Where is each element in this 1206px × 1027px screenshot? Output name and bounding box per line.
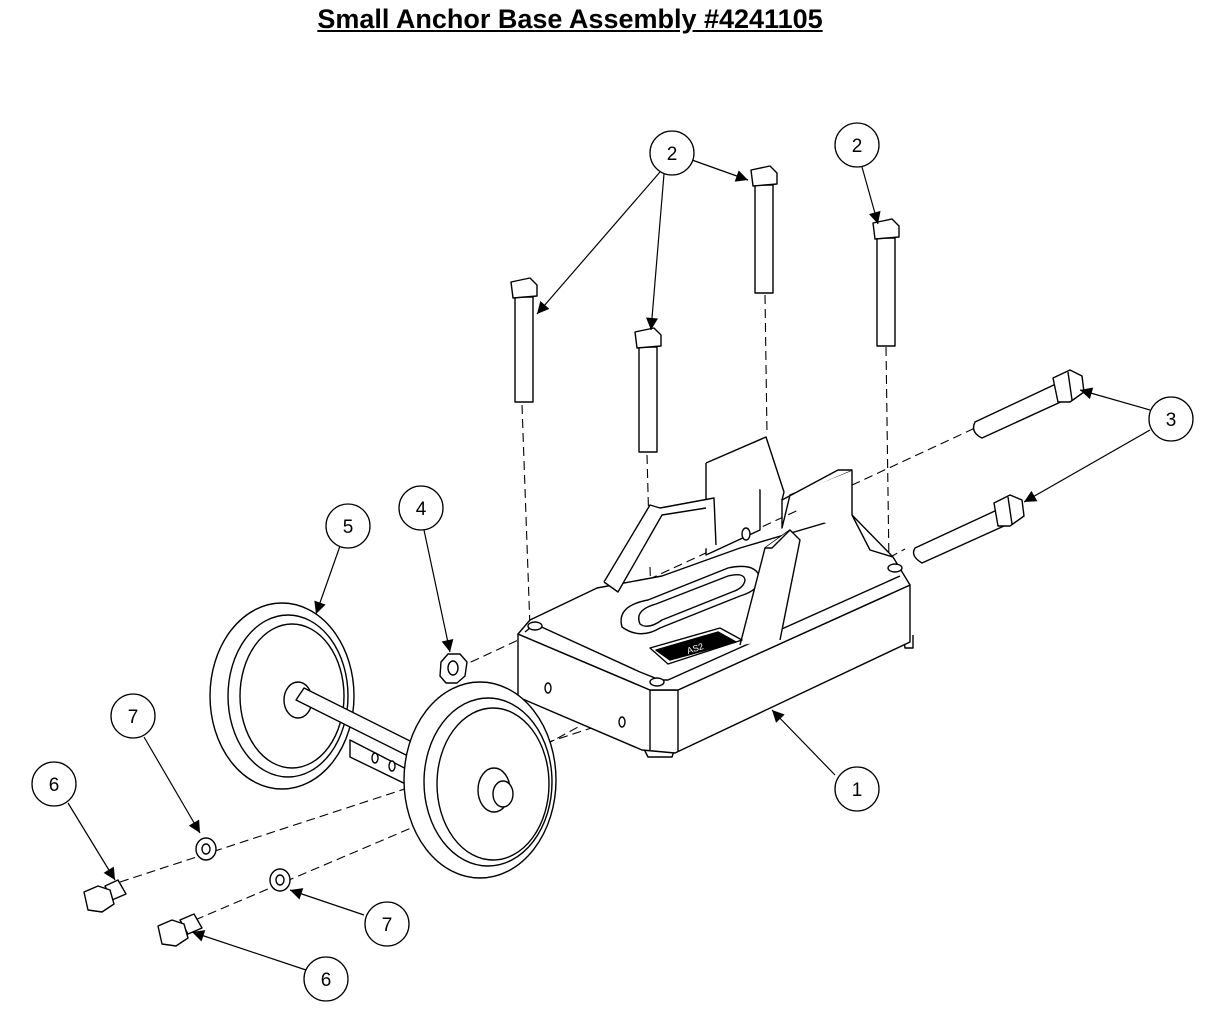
callout-1: 1 bbox=[834, 766, 880, 812]
anchor-pin-1 bbox=[510, 277, 538, 403]
svg-text:6: 6 bbox=[321, 970, 332, 991]
svg-text:4: 4 bbox=[416, 499, 427, 520]
leader-lines bbox=[67, 159, 1151, 971]
callout-7-upper: 7 bbox=[110, 693, 156, 739]
svg-text:1: 1 bbox=[852, 780, 863, 801]
anchor-pin-2 bbox=[634, 327, 662, 453]
svg-text:7: 7 bbox=[382, 915, 393, 936]
hex-nut bbox=[439, 653, 468, 684]
svg-text:5: 5 bbox=[343, 517, 354, 538]
callout-2-right: 2 bbox=[834, 122, 880, 168]
hex-bolt-long-lower bbox=[912, 494, 1025, 564]
callout-6-upper: 6 bbox=[31, 761, 77, 807]
svg-text:6: 6 bbox=[49, 775, 60, 796]
hex-bolt-short-upper bbox=[83, 879, 127, 913]
washer-lower bbox=[269, 868, 291, 892]
svg-text:2: 2 bbox=[667, 144, 678, 165]
callout-4: 4 bbox=[398, 485, 444, 531]
anchor-pin-3 bbox=[750, 165, 778, 294]
anchor-base: AS2 bbox=[517, 436, 914, 758]
washer-upper bbox=[195, 837, 217, 861]
page-title: Small Anchor Base Assembly #4241105 bbox=[317, 4, 823, 34]
svg-text:2: 2 bbox=[852, 136, 863, 157]
callout-7-lower: 7 bbox=[364, 901, 410, 947]
hex-bolt-long-upper bbox=[972, 369, 1085, 439]
hex-bolt-short-lower bbox=[157, 913, 203, 947]
callout-3: 3 bbox=[1148, 396, 1194, 442]
anchor-pin-4 bbox=[872, 218, 900, 347]
svg-text:3: 3 bbox=[1166, 410, 1177, 431]
callout-6-lower: 6 bbox=[303, 956, 349, 1002]
svg-text:7: 7 bbox=[128, 707, 139, 728]
callout-5: 5 bbox=[325, 503, 371, 549]
callout-2-left: 2 bbox=[649, 130, 695, 176]
wheel-axle-assembly bbox=[209, 602, 557, 879]
